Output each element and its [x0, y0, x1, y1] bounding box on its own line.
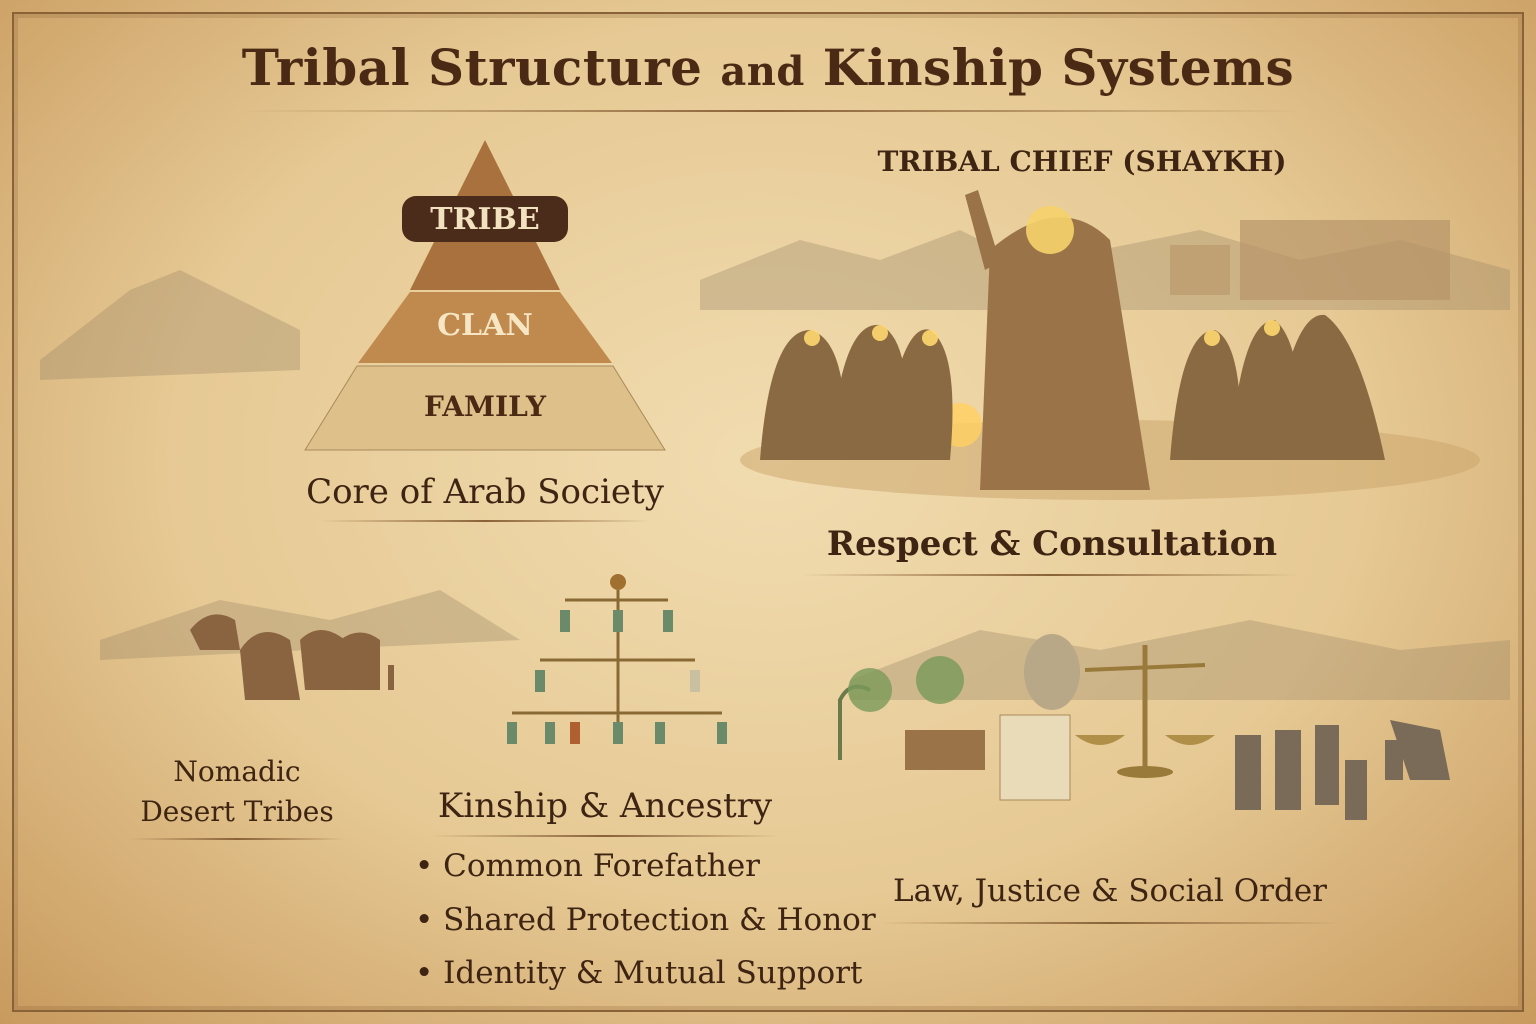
law-caption: Law, Justice & Social Order — [893, 873, 1327, 909]
nomads-caption-line1: Nomadic — [173, 755, 301, 788]
chief-scene — [740, 190, 1480, 500]
pyramid-label-clan: CLAN — [437, 308, 533, 343]
pyramid-tier-clan — [358, 292, 612, 363]
tribe-pyramid — [304, 140, 666, 451]
kinship-bullet: • Common Forefather — [415, 848, 760, 884]
kinship-heading: Kinship & Ancestry — [437, 786, 773, 826]
divider — [430, 835, 780, 837]
divider — [320, 520, 650, 522]
pyramid-label-family: FAMILY — [424, 390, 546, 423]
chief-heading: TRIBAL CHIEF (SHAYKH) — [877, 145, 1287, 178]
law-scene — [838, 634, 1450, 820]
title-divider — [240, 110, 1300, 112]
kinship-tree — [507, 574, 727, 744]
pyramid-label-tribe: TRIBE — [430, 202, 540, 237]
kinship-bullet: • Identity & Mutual Support — [415, 955, 863, 991]
divider — [130, 838, 345, 840]
kinship-bullet: • Shared Protection & Honor — [415, 902, 876, 938]
parchment-border — [12, 12, 1524, 1012]
nomads-caption-line2: Desert Tribes — [140, 795, 334, 828]
tribe-banner — [402, 196, 568, 242]
page-title: Tribal Structure and Kinship Systems — [241, 38, 1295, 97]
divider — [880, 922, 1340, 924]
pyramid-tier-family — [304, 365, 666, 451]
pyramid-caption: Core of Arab Society — [306, 472, 664, 512]
chief-caption: Respect & Consultation — [826, 524, 1278, 564]
divider — [800, 574, 1300, 576]
camel-caravan — [190, 614, 394, 700]
